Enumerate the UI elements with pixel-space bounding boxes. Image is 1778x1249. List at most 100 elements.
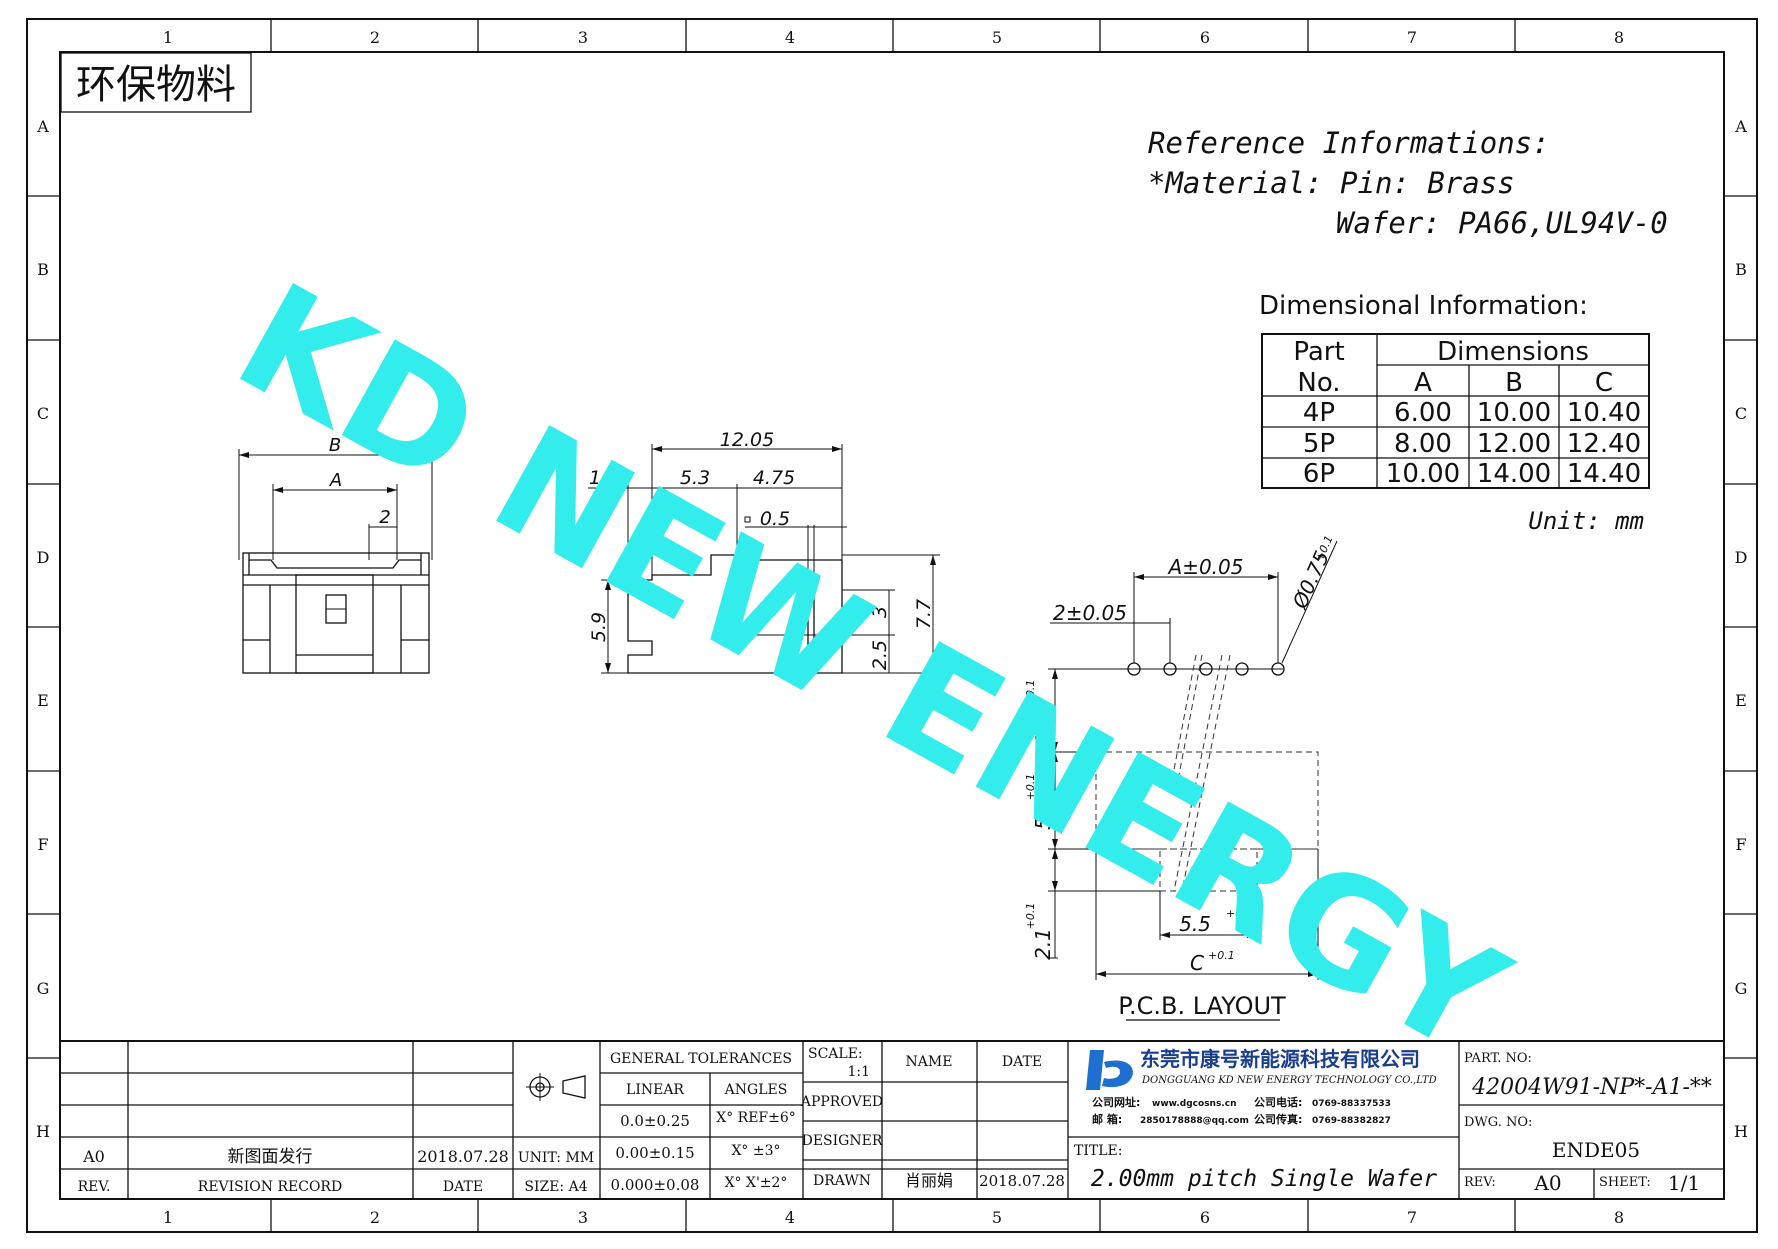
side-dim-2: 5.3: [680, 467, 710, 489]
outer-border: [26, 18, 1758, 1233]
pcb-dim-tol: +0.1: [1024, 774, 1037, 801]
front-dim-pitch: 2: [379, 507, 390, 528]
table-row-b: 14.00: [1477, 459, 1551, 489]
linear-tol-2: 0.00±0.15: [615, 1144, 694, 1162]
grid-col-label: 6: [1200, 28, 1210, 47]
grid-col-label: 8: [1614, 28, 1624, 47]
name-label: NAME: [906, 1054, 953, 1070]
side-dim-tail: 7.7: [913, 599, 935, 629]
rev-row-date: 2018.07.28: [417, 1147, 509, 1166]
title-block: A0 新图面发行 2018.07.28 REV. REVISION RECORD…: [59, 1040, 1725, 1200]
side-dim-3: 4.75: [753, 467, 795, 489]
linear-tol-1: 0.0±0.25: [620, 1112, 690, 1130]
table-col-b: B: [1505, 368, 1523, 398]
grid-col-label: 2: [370, 1208, 380, 1227]
table-row-b: 12.00: [1477, 429, 1551, 459]
contact-label: 邮 箱:: [1092, 1112, 1122, 1126]
angles-label: ANGLES: [724, 1082, 788, 1098]
grid-col-label: 7: [1407, 1208, 1417, 1227]
side-dim-pin: 0.5: [760, 508, 790, 530]
reference-wafer: Wafer: PA66,UL94V-0: [1336, 206, 1668, 240]
sheet-label: SHEET:: [1599, 1175, 1651, 1190]
contact-label: 公司电话:: [1254, 1095, 1302, 1109]
contact-value: 0769-88382827: [1312, 1116, 1391, 1126]
grid-row-ticks: [27, 195, 1757, 1059]
part-no-label: PART. NO:: [1464, 1051, 1532, 1066]
table-row-part: 5P: [1303, 429, 1335, 459]
reference-material: *Material: Pin: Brass: [1148, 166, 1515, 200]
contact-value: www.dgcosns.cn: [1152, 1099, 1236, 1109]
grid-row-label: F: [1735, 835, 1746, 854]
reference-heading: Reference Informations:: [1148, 126, 1550, 160]
front-view: B A 2: [238, 435, 433, 674]
pcb-dim-h3: 2.1: [1031, 928, 1055, 960]
drawn-name: 肖丽娟: [905, 1171, 953, 1190]
grid-col-label: 1: [163, 1208, 173, 1227]
grid-row-label: D: [1735, 548, 1748, 567]
contact-label: 公司传真:: [1254, 1112, 1302, 1126]
grid-row-label: B: [1735, 260, 1747, 279]
table-row-c: 10.40: [1567, 398, 1641, 428]
grid-col-label: 8: [1614, 1208, 1624, 1227]
unit-note: Unit: mm: [1528, 507, 1644, 535]
side-view: 12.05 1.6 5.3 4.75 0.5 5.9 7.7: [588, 429, 940, 674]
size-label: SIZE: A4: [524, 1179, 587, 1195]
linear-label: LINEAR: [626, 1082, 684, 1098]
grid-col-label: 5: [992, 1208, 1002, 1227]
front-dim-a: A: [329, 470, 342, 491]
company-logo: [1086, 1050, 1133, 1090]
grid-col-label: 6: [1200, 1208, 1210, 1227]
table-col-a: A: [1414, 368, 1432, 398]
table-header-no: No.: [1297, 368, 1340, 398]
side-dim-low: 2.5: [869, 640, 891, 670]
rev-header-record: REVISION RECORD: [198, 1179, 342, 1195]
rev-header-date: DATE: [443, 1179, 483, 1195]
table-row-c: 12.40: [1567, 429, 1641, 459]
pcb-dim-tol: +0.1: [1024, 903, 1037, 930]
table-row-c: 14.40: [1567, 459, 1641, 489]
title-label: TITLE:: [1074, 1143, 1122, 1159]
angle-tol-2: X° ±3°: [731, 1143, 780, 1159]
pcb-hole: [1235, 662, 1249, 676]
pcb-caption: P.C.B. LAYOUT: [1118, 992, 1286, 1020]
sheet-value: 1/1: [1668, 1171, 1700, 1195]
grid-col-label: 4: [785, 28, 795, 47]
drawn-label: DRAWN: [813, 1173, 871, 1189]
grid-row-label: C: [37, 404, 49, 423]
dwg-no-label: DWG. NO:: [1464, 1115, 1532, 1130]
side-dim-height: 5.9: [588, 612, 610, 642]
reference-info: Reference Informations: *Material: Pin: …: [1148, 126, 1668, 240]
table-row-part: 4P: [1303, 398, 1335, 428]
grid-row-label: E: [37, 691, 49, 710]
rev-header-rev: REV.: [78, 1179, 111, 1195]
rev-label: REV:: [1464, 1175, 1496, 1190]
table-row-a: 10.00: [1386, 459, 1460, 489]
linear-tol-3: 0.000±0.08: [611, 1176, 700, 1194]
grid-col-label: 7: [1407, 28, 1417, 47]
rev-row-record: 新图面发行: [228, 1147, 313, 1167]
grid-row-label: A: [1734, 117, 1747, 136]
dimension-table-heading: Dimensional Information:: [1259, 291, 1588, 321]
grid-row-label: E: [1735, 691, 1747, 710]
grid-row-label: C: [1735, 404, 1747, 423]
table-row-b: 10.00: [1477, 398, 1551, 428]
grid-col-label: 1: [163, 28, 173, 47]
contact-label: 公司网址:: [1092, 1095, 1140, 1109]
grid-row-label: G: [1735, 979, 1748, 998]
grid-col-label: 2: [370, 28, 380, 47]
pcb-dim-h1: 4.65: [1031, 703, 1055, 748]
grid-row-label: H: [1734, 1122, 1748, 1141]
grid-column-ticks: [270, 19, 1516, 1232]
grid-column-labels-top: 1 2 3 4 5 6 7 8: [163, 28, 1624, 47]
table-header-dimensions: Dimensions: [1437, 337, 1589, 367]
dimension-table: Dimensional Information: Part No. Dimens…: [1259, 291, 1650, 535]
rev-value: A0: [1533, 1171, 1561, 1195]
table-row-a: 6.00: [1394, 398, 1452, 428]
grid-row-label: D: [37, 548, 50, 567]
pcb-dim-h2: 5.5: [1031, 798, 1055, 830]
part-no-value: 42004W91-NP*-A1-**: [1471, 1075, 1712, 1100]
side-dim-overall: 12.05: [720, 429, 774, 451]
contact-value: 2850178888@qq.com: [1140, 1116, 1249, 1126]
dimension-table-frame: [1261, 333, 1650, 489]
